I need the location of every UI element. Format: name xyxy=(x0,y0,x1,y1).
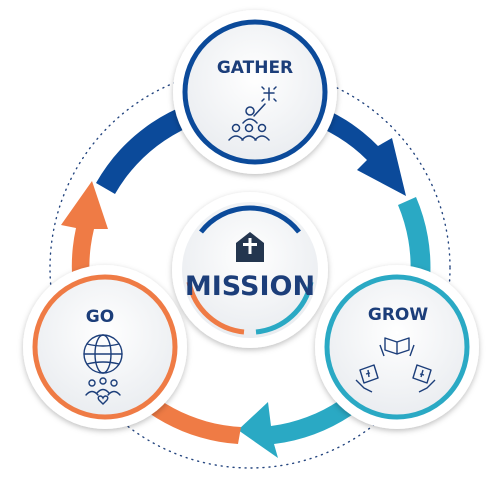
gathering-people-cross-icon xyxy=(228,86,277,141)
globe-people-heart-icon xyxy=(83,334,123,405)
go-ring xyxy=(32,274,178,420)
grow-ring xyxy=(324,274,470,420)
mission-title: MISSION xyxy=(185,271,315,302)
grow-label: GROW xyxy=(368,305,428,325)
mission-orange-ring xyxy=(186,281,245,335)
mission-teal-ring xyxy=(255,281,314,335)
gather-ring xyxy=(182,19,328,165)
orange-arrow-arc xyxy=(61,181,241,444)
go-label: GO xyxy=(86,307,114,327)
church-door-cross-icon xyxy=(236,232,264,262)
mission-navy-ring xyxy=(199,205,301,234)
go-node: GO xyxy=(23,265,187,429)
grow-node: GROW xyxy=(315,265,479,429)
gather-label: GATHER xyxy=(217,58,293,78)
mission-node: MISSION xyxy=(172,192,328,348)
gather-node: GATHER xyxy=(173,10,337,174)
teal-arrow-arc xyxy=(238,197,431,458)
hands-bible-books-icon xyxy=(355,337,436,393)
